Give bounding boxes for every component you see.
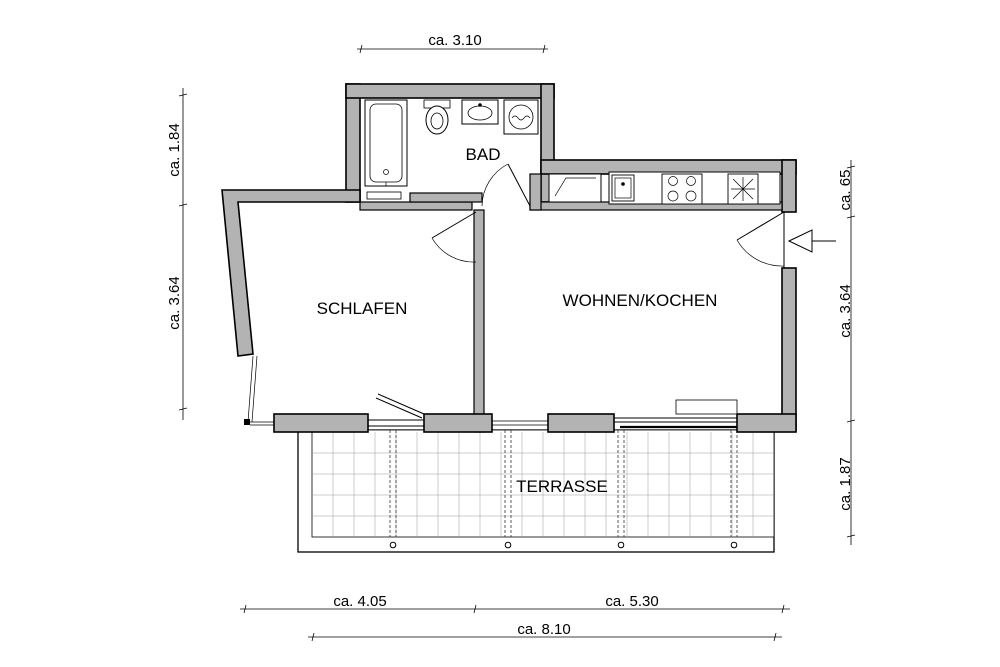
stove-icon bbox=[661, 173, 703, 205]
dimension-bottom-right: ca. 5.30 bbox=[605, 593, 658, 610]
dimension-left-upper: ca. 1.84 bbox=[166, 123, 183, 176]
bathtub-icon bbox=[364, 99, 408, 187]
dimension-right-bottom: ca. 1.87 bbox=[837, 457, 854, 510]
room-label-bad: BAD bbox=[466, 145, 501, 164]
dimension-right-top: ca. 65 bbox=[837, 170, 854, 211]
dimension-top-width: ca. 3.10 bbox=[428, 32, 481, 49]
terrace-post bbox=[504, 541, 512, 549]
washing-machine-icon bbox=[503, 99, 539, 135]
dimension-left-lower: ca. 3.64 bbox=[166, 276, 183, 329]
dimension-right-middle: ca. 3.64 bbox=[837, 284, 854, 337]
windows bbox=[244, 355, 738, 429]
dimension-bottom-left: ca. 4.05 bbox=[333, 593, 386, 610]
room-label-schlafen: SCHLAFEN bbox=[317, 299, 408, 318]
dimension-lines bbox=[178, 44, 856, 642]
sink-icon bbox=[611, 174, 635, 202]
room-label-terrasse: TERRASSE bbox=[516, 477, 608, 496]
walls bbox=[221, 83, 797, 433]
washbasin-icon bbox=[461, 99, 499, 125]
terrace-post bbox=[730, 541, 738, 549]
terrace bbox=[297, 429, 775, 553]
toilet-icon bbox=[423, 99, 451, 135]
room-label-wohnen-kochen: WOHNEN/KOCHEN bbox=[563, 291, 718, 310]
fridge-icon bbox=[727, 173, 759, 205]
terrace-post bbox=[617, 541, 625, 549]
bath-shelf bbox=[366, 191, 402, 200]
terrace-tiles bbox=[312, 432, 774, 537]
terrace-post bbox=[389, 541, 397, 549]
entrance-arrow-icon bbox=[787, 229, 836, 253]
doors bbox=[431, 163, 785, 268]
dimension-bottom-total: ca. 8.10 bbox=[517, 621, 570, 638]
